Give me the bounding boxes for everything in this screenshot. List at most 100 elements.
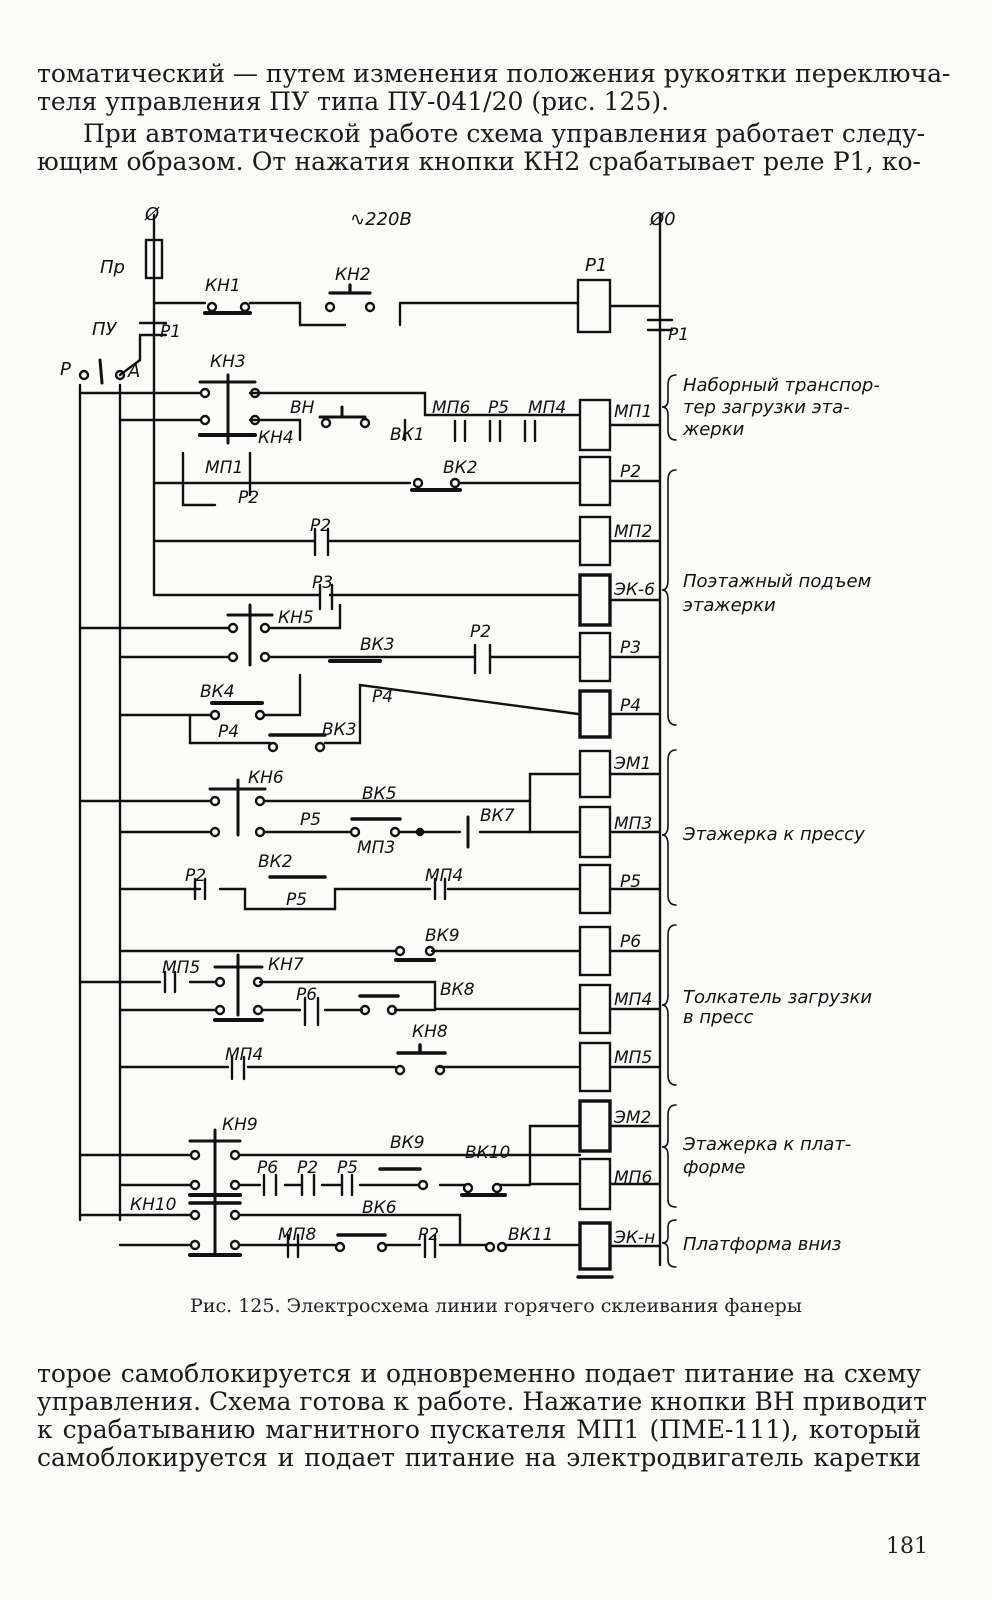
figure-caption: Рис. 125. Электросхема линии горячего ск… [190, 1295, 802, 1317]
page-number: 181 [886, 1534, 928, 1559]
supply-voltage-label: ∿220В [350, 209, 412, 230]
group-5-line-2: форме [683, 1157, 745, 1178]
group-2-line-1: Поэтажный подъем [683, 571, 871, 592]
group-2-line-2: этажерки [683, 595, 776, 616]
label-vk11: ВК11 [508, 1225, 553, 1245]
label-kn6: КН6 [248, 768, 284, 788]
text-line: ющим образом. От нажатия кнопки КН2 сраб… [37, 147, 921, 176]
label-vk3a: ВК3 [360, 635, 395, 655]
wiring-diagram: Ø ∿220В Ø0 Пр ПУ Р А КН1 КН2 Р1 Р1 КН3 В… [60, 204, 880, 1279]
label-vk9b: ВК9 [390, 1133, 425, 1153]
text-line: самоблокируется и подает питание на элек… [37, 1443, 921, 1472]
label-mp3-contact: МП3 [357, 838, 395, 858]
coil-label-p1: Р1 [585, 255, 607, 276]
label-p2-c: Р2 [470, 622, 491, 642]
coil-label-p4: Р4 [620, 696, 641, 716]
coil-column [576, 278, 612, 1271]
text-line: к срабатыванию магнитного пускателя МП1 … [37, 1415, 921, 1444]
label-vn: ВН [290, 398, 315, 418]
label-kn7: КН7 [268, 955, 304, 975]
coil-label-p2: Р2 [620, 462, 641, 482]
coil-label-ek6: ЭК-6 [613, 580, 655, 600]
text-line: теля управления ПУ типа ПУ-041/20 (рис. … [37, 87, 670, 116]
label-kn9: КН9 [222, 1115, 258, 1135]
supply-neutral-label: Ø0 [649, 209, 676, 230]
label-p1-contact-right: Р1 [668, 325, 689, 345]
label-kn5: КН5 [278, 608, 314, 628]
coil-label-mp2: МП2 [614, 522, 652, 542]
coil-label-em2: ЭМ2 [613, 1108, 651, 1128]
switch-position-r: Р [60, 359, 71, 380]
label-mp4-c: МП4 [225, 1045, 263, 1065]
group-4-line-1: Толкатель загрузки [683, 987, 872, 1008]
text-line: При автоматической работе схема управлен… [83, 119, 926, 148]
coil-label-ekn: ЭК-н [613, 1228, 655, 1248]
coil-label-mp5: МП5 [614, 1048, 652, 1068]
label-mp5-contact: МП5 [162, 958, 200, 978]
label-vk6: ВК6 [362, 1198, 397, 1218]
text-line: управления. Схема готова к работе. Нажат… [37, 1387, 927, 1416]
label-p2-b: Р2 [310, 516, 331, 536]
label-p3-contact: Р3 [312, 573, 333, 593]
paragraph-top-continuation: томатический — путем изменения положения… [37, 59, 951, 116]
label-p2-e: Р2 [297, 1158, 318, 1178]
label-vk4: ВК4 [200, 682, 235, 702]
coil-label-mp4: МП4 [614, 990, 652, 1010]
label-p1-contact: Р1 [160, 322, 181, 342]
coil-label-mp6: МП6 [614, 1168, 652, 1188]
supply-phase-label: Ø [144, 204, 160, 225]
label-vk5: ВК5 [362, 784, 397, 804]
label-mp4: МП4 [528, 398, 566, 418]
label-kn10: КН10 [130, 1195, 176, 1215]
label-vk10: ВК10 [465, 1143, 510, 1163]
label-kn3: КН3 [210, 352, 246, 372]
coil-label-em1: ЭМ1 [613, 754, 651, 774]
group-1-line-1: Наборный транспор- [683, 375, 880, 396]
fuse-label: Пр [100, 257, 125, 278]
label-p5-d: Р5 [337, 1158, 358, 1178]
label-vk2: ВК2 [443, 458, 478, 478]
label-p4-b: Р4 [218, 722, 239, 742]
label-p2-a: Р2 [238, 488, 259, 508]
label-kn1: КН1 [205, 276, 241, 296]
label-p2-f: Р2 [418, 1225, 439, 1245]
label-mp4-b: МП4 [425, 866, 463, 886]
switch-position-a: А [127, 361, 140, 382]
label-mp8: МП8 [278, 1225, 316, 1245]
label-p4-a: Р4 [372, 687, 393, 707]
label-vk1: ВК1 [390, 425, 425, 445]
label-kn2: КН2 [335, 265, 371, 285]
label-p5-b: Р5 [300, 810, 321, 830]
label-p5: Р5 [488, 398, 509, 418]
paragraph-top: При автоматической работе схема управлен… [37, 119, 926, 176]
label-vk3b: ВК3 [322, 720, 357, 740]
label-mp1-contact: МП1 [205, 458, 243, 478]
group-1-line-2: тер загрузки эта- [683, 397, 850, 418]
group-4-line-2: в пресс [683, 1007, 753, 1028]
label-vk7: ВК7 [480, 806, 515, 826]
label-mp6: МП6 [432, 398, 470, 418]
coil-label-p6: Р6 [620, 932, 641, 952]
label-p5-c: Р5 [286, 890, 307, 910]
group-1-line-3: жерки [682, 419, 745, 440]
group-3-line-1: Этажерка к прессу [682, 824, 865, 845]
coil-label-mp3: МП3 [614, 814, 652, 834]
group-6-line-1: Платформа вниз [683, 1234, 841, 1255]
label-vk9a: ВК9 [425, 926, 460, 946]
label-vk8: ВК8 [440, 980, 475, 1000]
label-kn8: КН8 [412, 1022, 448, 1042]
coil-label-p5: Р5 [620, 872, 641, 892]
text-line: томатический — путем изменения положения… [37, 59, 951, 88]
coil-label-mp1: МП1 [614, 402, 652, 422]
label-p6-b: Р6 [257, 1158, 278, 1178]
coil-label-p3: Р3 [620, 638, 641, 658]
label-p6-contact: Р6 [296, 985, 317, 1005]
label-p2-d: Р2 [185, 866, 206, 886]
label-kn4: КН4 [258, 428, 294, 448]
text-line: торое самоблокируется и одновременно под… [37, 1359, 921, 1388]
group-5-line-1: Этажерка к плат- [682, 1134, 851, 1155]
label-vk2-b: ВК2 [258, 852, 293, 872]
paragraph-bottom: торое самоблокируется и одновременно под… [37, 1359, 927, 1472]
fuse-symbol [144, 238, 164, 280]
